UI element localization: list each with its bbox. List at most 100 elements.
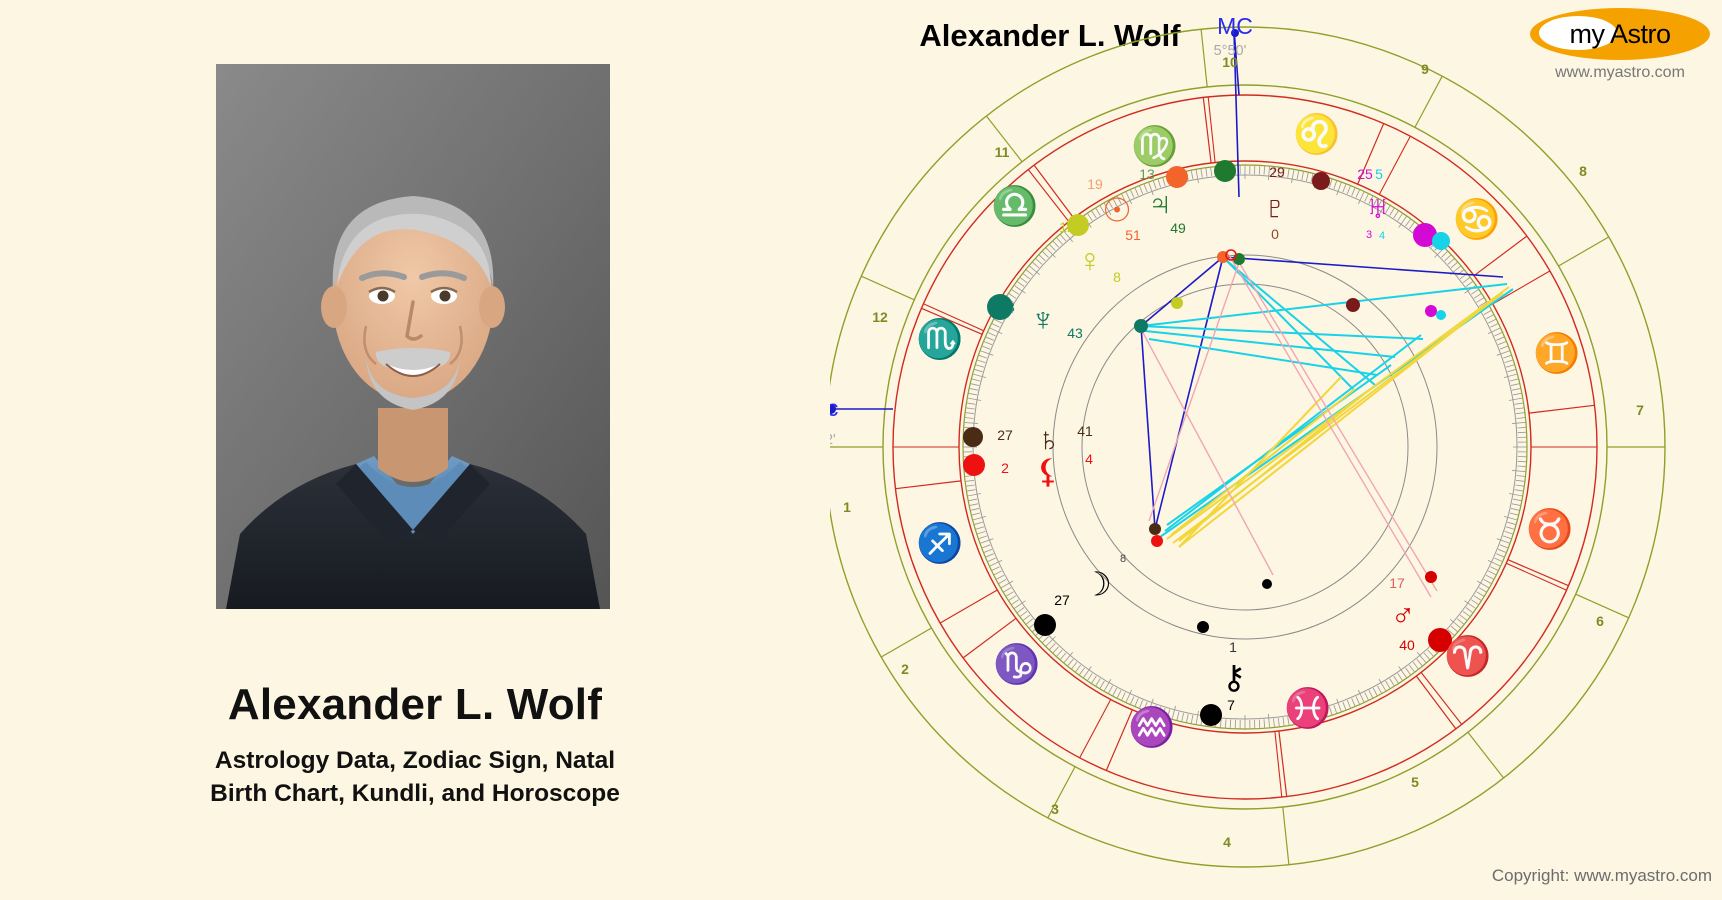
angle-pointers xyxy=(830,28,1240,414)
sign-glyph-cancer: ♋ xyxy=(1453,197,1500,241)
planet-degree-pluto: 29 xyxy=(1269,164,1285,180)
sign-glyph-aquarius: ♒ xyxy=(1128,705,1175,749)
planet-degree-saturn: 27 xyxy=(997,427,1013,443)
planet-degree-venus: 12 xyxy=(1059,219,1075,235)
marker-node xyxy=(1432,232,1450,250)
planet-minute-node: 4 xyxy=(1379,230,1385,242)
house-number-5: 5 xyxy=(1411,774,1419,790)
house-cusp-lines xyxy=(893,96,1597,798)
planet-jupiter: ♃ 13 49 xyxy=(1139,166,1186,236)
logo-url: www.myastro.com xyxy=(1555,64,1685,81)
planet-minute-neptune: 43 xyxy=(1067,325,1083,341)
planet-glyph-pluto: ♇ xyxy=(1263,189,1288,226)
asc-label: Asc xyxy=(830,395,838,421)
aspect-yellow-lines xyxy=(1166,286,1510,548)
planet-moon: ☽ 27 8 xyxy=(1054,553,1126,608)
planet-sun: ☉ 19 51 xyxy=(1087,176,1141,243)
planet-lilith: ⚸ 2 4 xyxy=(1001,451,1093,490)
aspect-blue-lines xyxy=(1140,31,1504,530)
marker-chiron xyxy=(1200,704,1222,726)
planet-minute-pluto: 0 xyxy=(1271,226,1279,242)
house-dividers xyxy=(830,29,1665,865)
natal-chart-wheel[interactable]: ♍ ♎ ♏ ♐ ♑ ♒ ♓ ♈ ♉ ♊ ♋ ♌ 1 2 3 xyxy=(830,0,1722,900)
planet-minute-saturn: 41 xyxy=(1077,423,1093,439)
sign-glyph-pisces: ♓ xyxy=(1284,686,1331,730)
marker-sun xyxy=(1166,166,1188,188)
planet-glyph-mars: ♂ xyxy=(1391,597,1416,634)
planet-degree-jupiter: 13 xyxy=(1139,166,1155,182)
marker-uranus xyxy=(1413,223,1437,247)
portrait-illustration xyxy=(216,64,610,609)
planet-glyph-neptune: ♆ xyxy=(1031,301,1056,338)
aspect-endpoint-dots xyxy=(1134,249,1446,633)
house-number-1: 1 xyxy=(843,499,851,515)
planet-glyph-lilith: ⚸ xyxy=(1036,453,1060,490)
house-numbers-group: 1 2 3 4 5 6 7 8 9 10 11 12 xyxy=(843,54,1644,850)
portrait-photo xyxy=(216,64,610,609)
planet-mars: ♂ 17 40 xyxy=(1389,575,1415,653)
inner-circle-aspect xyxy=(1081,283,1409,611)
sign-glyph-sagittarius: ♐ xyxy=(916,521,963,565)
house-number-2: 2 xyxy=(901,661,909,677)
planet-glyph-saturn: ♄ xyxy=(1037,421,1062,458)
sign-glyph-leo: ♌ xyxy=(1293,112,1340,156)
planet-minute-sun: 51 xyxy=(1125,227,1141,243)
planet-degree-chiron: 1 xyxy=(1229,639,1237,655)
asc-point xyxy=(830,404,836,414)
sign-glyph-libra: ♎ xyxy=(991,184,1038,228)
planet-glyph-venus: ♀ xyxy=(1078,242,1103,279)
house-number-4: 4 xyxy=(1223,834,1231,850)
planet-minute-chiron: 7 xyxy=(1227,697,1235,713)
mc-degree: 5°50' xyxy=(1214,43,1247,59)
sign-glyph-aries: ♈ xyxy=(1444,634,1491,678)
sign-dividers xyxy=(895,97,1595,797)
planet-pluto: ♇ 29 0 xyxy=(1263,164,1288,242)
marker-pluto xyxy=(1312,172,1330,190)
planet-degree-neptune: 28 xyxy=(999,299,1015,315)
marker-lilith xyxy=(963,454,985,476)
sign-glyph-taurus: ♉ xyxy=(1526,507,1573,551)
planet-glyph-jupiter: ♃ xyxy=(1148,185,1173,222)
subtitle-line-2: Birth Chart, Kundli, and Horoscope xyxy=(210,779,620,807)
zodiac-sign-glyphs: ♍ ♎ ♏ ♐ ♑ ♒ ♓ ♈ ♉ ♊ ♋ ♌ xyxy=(916,112,1580,749)
aspect-lines xyxy=(1140,31,1514,598)
page-subtitle: Astrology Data, Zodiac Sign, Natal Birth… xyxy=(0,745,830,810)
planet-degree-sun: 19 xyxy=(1087,176,1103,192)
sign-glyph-gemini: ♊ xyxy=(1533,331,1580,375)
planet-glyph-chiron: ⚷ xyxy=(1222,659,1246,696)
sign-glyph-scorpio: ♏ xyxy=(916,317,963,361)
brand-logo[interactable]: my Astro www.myastro.com xyxy=(1530,8,1710,88)
degree-ticks xyxy=(962,164,1528,730)
house-number-6: 6 xyxy=(1596,613,1604,629)
planet-minute-venus: 8 xyxy=(1113,269,1121,285)
aspect-cyan-lines xyxy=(1140,256,1514,538)
planet-degree-lilith: 2 xyxy=(1001,460,1009,476)
planet-minute-lilith: 4 xyxy=(1085,451,1093,467)
subtitle-line-1: Astrology Data, Zodiac Sign, Natal xyxy=(214,747,616,774)
planet-minute-jupiter: 49 xyxy=(1170,220,1186,236)
profile-panel: Alexander L. Wolf Astrology Data, Zodiac… xyxy=(0,0,830,900)
house-number-8: 8 xyxy=(1579,163,1587,179)
chart-title: Alexander L. Wolf xyxy=(919,18,1181,53)
planet-degree-mars: 17 xyxy=(1389,575,1405,591)
house-number-12: 12 xyxy=(872,309,888,325)
marker-saturn xyxy=(963,427,983,447)
sign-glyph-capricorn: ♑ xyxy=(993,642,1040,686)
marker-mars xyxy=(1428,628,1452,652)
inner-circle-outer xyxy=(1052,254,1438,640)
page-title: Alexander L. Wolf xyxy=(227,680,603,729)
house-number-3: 3 xyxy=(1051,801,1059,817)
planet-minute-uranus: 3 xyxy=(1366,229,1372,241)
sign-glyph-virgo: ♍ xyxy=(1131,124,1178,168)
marker-venus xyxy=(1067,214,1089,236)
mc-label-group: MC 5°50' xyxy=(1214,13,1253,59)
planet-glyph-uranus: ♅ xyxy=(1366,189,1391,226)
planet-chiron: ⚷ 1 7 xyxy=(1222,639,1246,713)
planet-ring-markers xyxy=(963,160,1452,726)
chart-svg[interactable]: ♍ ♎ ♏ ♐ ♑ ♒ ♓ ♈ ♉ ♊ ♋ ♌ 1 2 3 xyxy=(830,0,1722,900)
planet-minute-mars: 40 xyxy=(1399,637,1415,653)
house-number-11: 11 xyxy=(995,144,1010,160)
asc-label-group: Asc 23°12' xyxy=(830,395,838,448)
house-number-9: 9 xyxy=(1421,61,1429,77)
